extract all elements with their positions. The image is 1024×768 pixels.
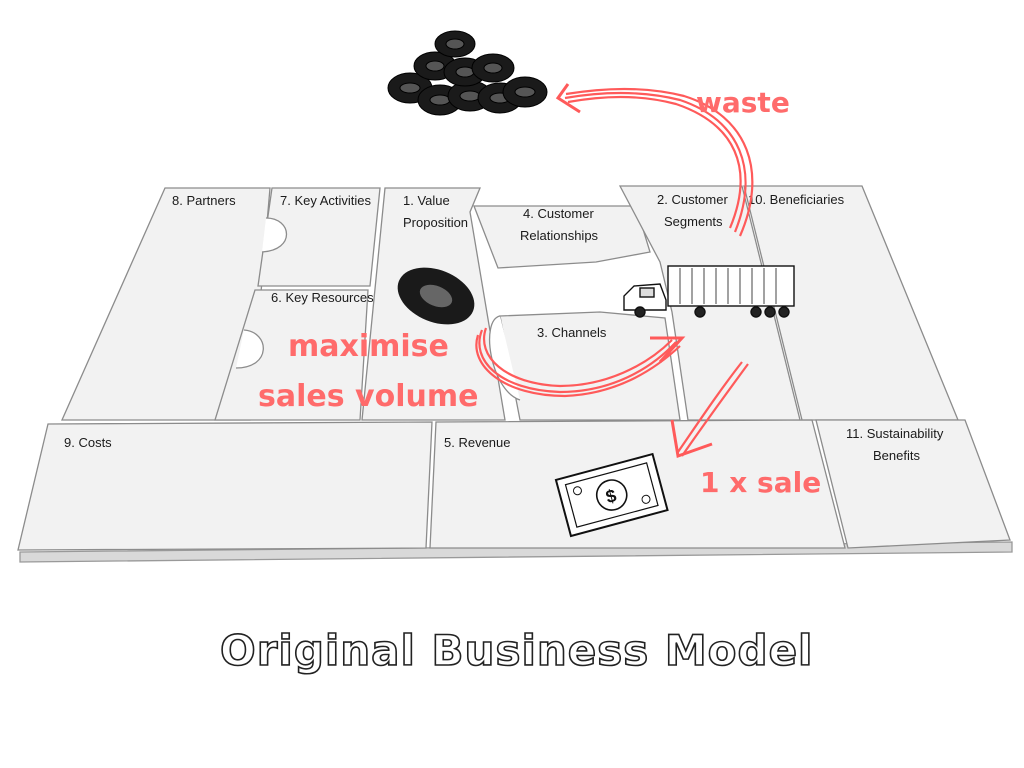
label-partners: 8. Partners [172,193,236,208]
label-sustainability-1: 11. Sustainability [846,426,944,441]
label-customer-relationships-2: Relationships [520,228,599,243]
truck-icon [623,265,795,318]
label-beneficiaries: 10. Beneficiaries [748,192,845,207]
label-revenue: 5. Revenue [444,435,511,450]
block-customer-relationships [473,205,651,269]
label-sustainability-2: Benefits [873,448,920,463]
annotation-sales-volume: sales volume [258,379,478,414]
block-channels [499,311,681,421]
label-costs: 9. Costs [64,435,112,450]
label-customer-relationships-1: 4. Customer [523,206,594,221]
label-channels: 3. Channels [537,325,607,340]
sale-arrow [670,361,749,459]
tire-icon [397,267,475,325]
label-key-resources: 6. Key Resources [271,290,374,305]
annotation-waste: waste [696,86,790,119]
canvas-board [17,185,1013,563]
block-sustainability-benefits [815,419,1011,549]
label-value-proposition-2: Proposition [403,215,468,230]
puzzle-notches [235,217,521,401]
label-key-activities: 7. Key Activities [280,193,372,208]
dollar-bill-icon: $ [554,452,669,538]
page-title: Original Business Model [220,626,813,675]
block-key-activities [257,187,381,287]
tire-stack-icon [387,30,548,116]
label-customer-segments-2: Segments [664,214,723,229]
annotation-maximise: maximise [288,329,449,364]
channels-arrow [475,327,686,398]
block-costs [17,421,433,551]
label-customer-segments-1: 2. Customer [657,192,728,207]
annotation-one-sale: 1 x sale [700,466,821,499]
svg-text:$: $ [604,485,619,507]
label-value-proposition-1: 1. Value [403,193,450,208]
block-key-resources [214,289,369,421]
waste-arrow [555,83,754,237]
block-labels: 8. Partners 7. Key Activities 1. Value P… [64,192,944,463]
